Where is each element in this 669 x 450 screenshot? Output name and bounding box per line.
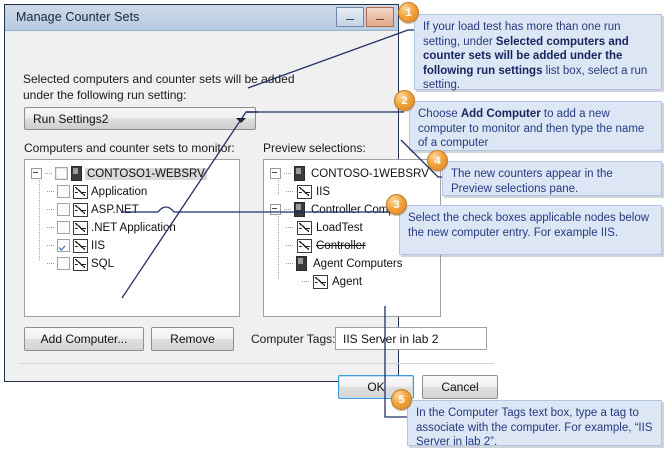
callout-4-text: The new counters appear in the Preview s… xyxy=(451,168,613,195)
add-computer-button[interactable]: Add Computer... xyxy=(24,327,144,351)
dialog-title-bar: Manage Counter Sets xyxy=(5,5,398,31)
tree-item-label: CONTOSO1-WEBSRV xyxy=(85,167,207,180)
left-pane-label: Computers and counter sets to monitor: xyxy=(24,141,235,155)
callout-badge-1: 1 xyxy=(398,2,419,23)
tree-row-application[interactable]: Application xyxy=(47,183,147,200)
tree-row-asp-net[interactable]: ASP.NET xyxy=(47,201,139,218)
tree-item-label: ASP.NET xyxy=(91,203,139,216)
page-title: Manage Counter Sets xyxy=(16,10,140,24)
tree-row-sql[interactable]: SQL xyxy=(47,255,114,272)
intro-label: Selected computers and counter sets will… xyxy=(23,72,295,102)
callout-badge-3: 3 xyxy=(386,194,407,215)
run-setting-value: Run Settings2 xyxy=(33,112,109,126)
callout-5-text: In the Computer Tags text box, type a ta… xyxy=(416,407,653,448)
tree-row-iis[interactable]: IIS xyxy=(286,183,330,200)
chart-icon xyxy=(73,220,88,235)
tree-item-label: Controller xyxy=(316,239,366,252)
callout-5: In the Computer Tags text box, type a ta… xyxy=(407,400,662,448)
callout-1: If your load test has more than one run … xyxy=(414,14,662,92)
tree-guide xyxy=(278,213,279,279)
callout-4: The new counters appear in the Preview s… xyxy=(442,161,662,196)
tree-item-label: Agent xyxy=(332,275,363,288)
tree-row-dotnet-application[interactable]: .NET Application xyxy=(47,219,176,236)
checkbox[interactable] xyxy=(57,203,70,216)
close-button[interactable] xyxy=(366,7,394,27)
callout-badge-5: 5 xyxy=(391,389,412,410)
expander-minus-icon[interactable] xyxy=(270,168,281,179)
checkbox[interactable] xyxy=(57,185,70,198)
chart-icon xyxy=(313,274,328,289)
chart-icon xyxy=(297,220,312,235)
tree-row-contoso1-websrv[interactable]: CONTOSO1-WEBSRV xyxy=(31,165,207,182)
callout-3: Select the check boxes applicable nodes … xyxy=(399,205,662,255)
chart-icon xyxy=(73,202,88,217)
tree-item-label: Application xyxy=(91,185,148,198)
tree-item-label: CONTOSO-1WEBSRV xyxy=(311,167,429,180)
tree-row-contoso-1websrv[interactable]: CONTOSO-1WEBSRV xyxy=(270,165,429,182)
chevron-down-icon xyxy=(236,118,246,123)
tree-item-label: Agent Computers xyxy=(313,257,403,270)
tree-row-controller[interactable]: Controller xyxy=(286,237,366,254)
tree-item-label: IIS xyxy=(91,239,106,252)
expander-minus-icon[interactable] xyxy=(270,204,281,215)
remove-button[interactable]: Remove xyxy=(151,327,234,351)
cancel-button[interactable]: Cancel xyxy=(422,375,498,399)
tree-row-agent[interactable]: Agent xyxy=(302,273,362,290)
computer-icon xyxy=(296,256,307,271)
run-setting-combobox[interactable]: Run Settings2 xyxy=(24,107,256,130)
callout-2-text-b: Add Computer xyxy=(460,108,541,120)
checkbox[interactable] xyxy=(57,221,70,234)
callout-1-text-a: If your load test has more than one run … xyxy=(423,21,621,48)
manage-counter-sets-dialog: Manage Counter Sets Selected computers a… xyxy=(4,4,498,399)
divider xyxy=(19,363,494,364)
tree-item-label: .NET Application xyxy=(91,221,176,234)
callout-badge-4: 4 xyxy=(427,150,448,171)
checkbox-checked[interactable] xyxy=(57,239,70,252)
right-pane-label: Preview selections: xyxy=(263,141,366,155)
dialog-body: Selected computers and counter sets will… xyxy=(5,31,498,399)
callout-3-text: Select the check boxes applicable nodes … xyxy=(408,212,650,239)
tree-item-label: IIS xyxy=(316,185,331,198)
window-controls xyxy=(336,7,394,27)
computer-icon xyxy=(294,166,305,181)
chart-icon xyxy=(73,238,88,253)
tree-item-label: SQL xyxy=(91,257,115,270)
callout-1-text-c: list box, select a run setting. xyxy=(423,64,648,92)
callout-badge-2: 2 xyxy=(394,90,415,111)
computer-icon xyxy=(71,166,82,181)
chart-icon xyxy=(73,256,88,271)
chart-icon xyxy=(297,184,312,199)
computer-tags-label: Computer Tags: xyxy=(251,332,336,346)
callout-2: Choose Add Computer to add a new compute… xyxy=(409,101,662,151)
tree-row-agent-computers[interactable]: Agent Computers xyxy=(286,255,403,272)
tree-guide xyxy=(278,177,279,195)
tree-row-loadtest[interactable]: LoadTest xyxy=(286,219,363,236)
computer-tags-value: IIS Server in lab 2 xyxy=(343,332,439,346)
checkbox[interactable] xyxy=(57,257,70,270)
minimize-button[interactable] xyxy=(336,7,364,27)
callout-2-text-a: Choose xyxy=(418,108,461,120)
tree-row-iis[interactable]: IIS xyxy=(47,237,105,254)
chart-icon xyxy=(73,184,88,199)
tree-guide xyxy=(39,177,40,261)
computer-tags-input[interactable]: IIS Server in lab 2 xyxy=(335,327,487,350)
chart-icon xyxy=(297,238,312,253)
expander-minus-icon[interactable] xyxy=(31,168,42,179)
callout-1-text-b: Selected computers and counter sets will… xyxy=(423,35,629,77)
computers-tree[interactable]: CONTOSO1-WEBSRV Application ASP.NET .NET… xyxy=(24,159,240,317)
checkbox[interactable] xyxy=(55,167,68,180)
computer-icon xyxy=(294,202,305,217)
tree-item-label: LoadTest xyxy=(316,221,363,234)
